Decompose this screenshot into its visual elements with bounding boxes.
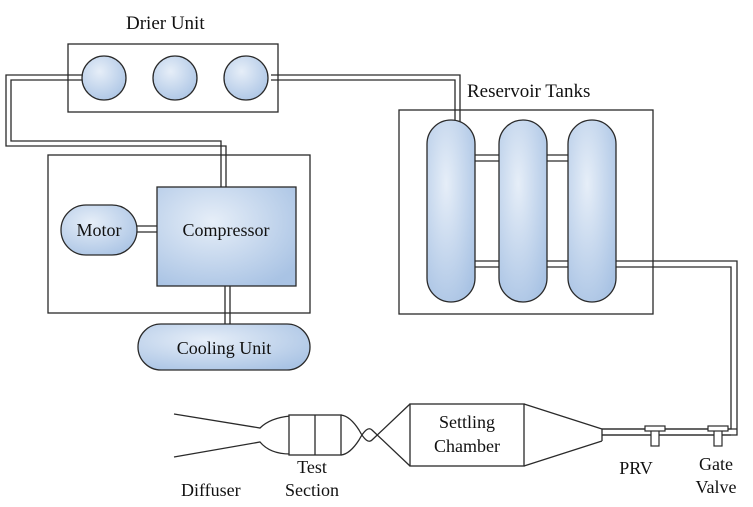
- nozzle-throat: [340, 403, 411, 467]
- label-prv: PRV: [619, 458, 653, 478]
- drier-sphere-3: [223, 55, 269, 101]
- label-gate-line2: Valve: [696, 477, 737, 497]
- label-test-line2: Section: [285, 480, 339, 500]
- label-drier-unit: Drier Unit: [126, 13, 205, 34]
- label-reservoir-tanks: Reservoir Tanks: [467, 81, 590, 102]
- motor: [60, 204, 138, 256]
- reservoir-tank-3: [567, 119, 617, 303]
- cooling-unit: [137, 323, 311, 371]
- pipe-compressor-to-cooling: [224, 286, 231, 324]
- pipe-drier-to-reservoir: [271, 74, 461, 122]
- label-settling-line2: Chamber: [434, 436, 500, 456]
- label-compressor: Compressor: [183, 220, 270, 240]
- drier-sphere-1: [81, 55, 127, 101]
- label-test-line1: Test: [297, 457, 327, 477]
- label-gate-line1: Gate: [699, 454, 733, 474]
- reservoir-tank-1: [426, 119, 476, 303]
- label-settling-line1: Settling: [439, 412, 495, 432]
- tank-interconnect-pipes: [475, 154, 568, 268]
- compressor: [156, 186, 297, 287]
- chamber-contraction: [523, 403, 603, 467]
- label-diffuser: Diffuser: [181, 480, 241, 500]
- motor-shaft: [136, 225, 158, 233]
- diffuser: [173, 413, 291, 458]
- label-cooling-unit: Cooling Unit: [177, 338, 272, 358]
- prv-valve-icon: [644, 425, 666, 447]
- label-motor: Motor: [77, 220, 122, 240]
- settling-chamber: [409, 403, 525, 467]
- reservoir-tank-2: [498, 119, 548, 303]
- drier-sphere-2: [152, 55, 198, 101]
- pipe-drier-to-compressor: [5, 74, 227, 187]
- gate-valve-icon: [707, 425, 729, 447]
